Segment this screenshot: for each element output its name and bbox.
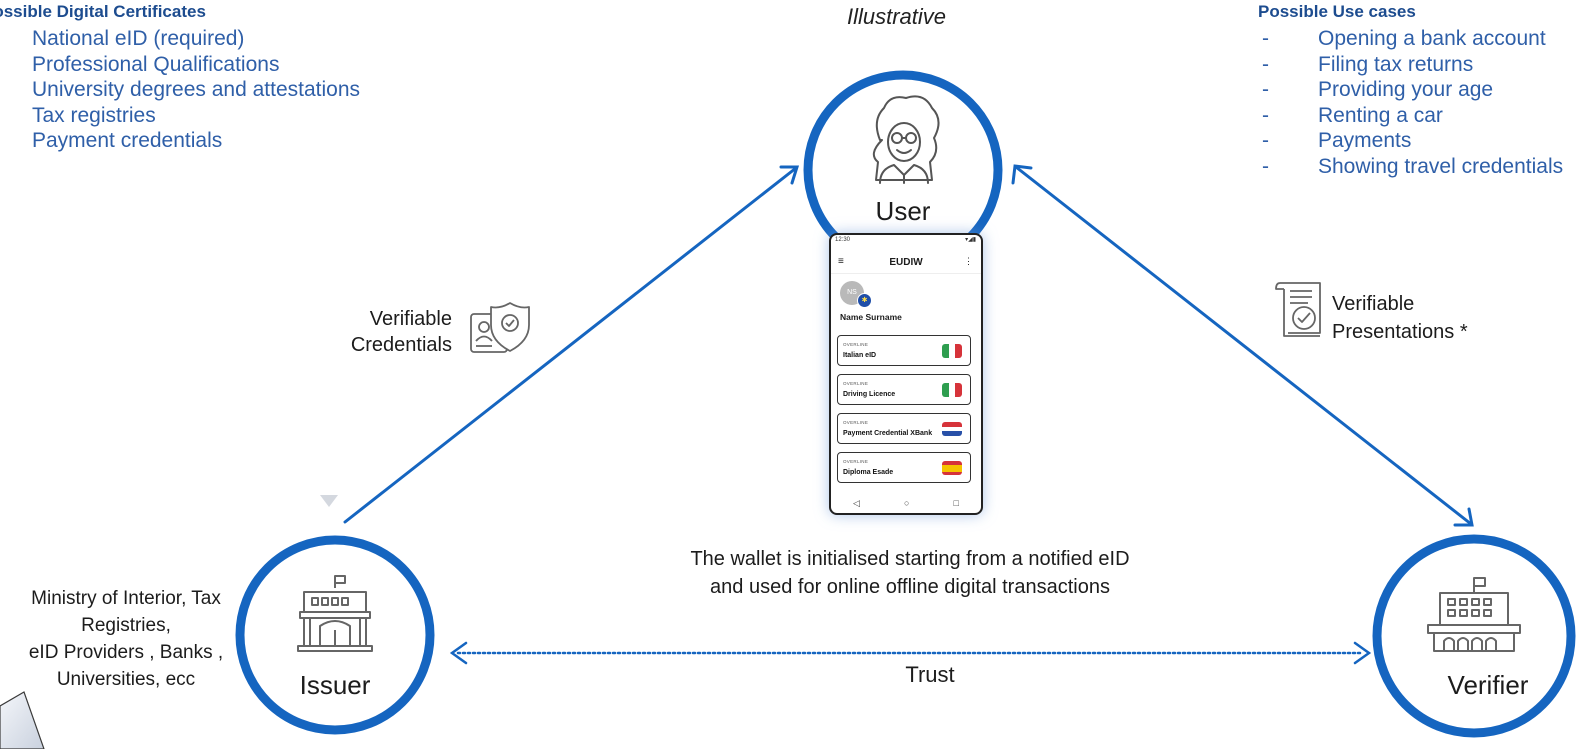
issuer-examples: Ministry of Interior, Tax Registries, eI…	[4, 585, 248, 693]
back-nav-icon[interactable]: ◁	[853, 497, 860, 508]
bullet-dash: -	[1262, 129, 1269, 152]
spain-flag-icon	[942, 461, 962, 475]
eu-flag-icon: ✱	[857, 293, 872, 308]
card-overline: OVERLINE	[843, 459, 869, 464]
certificate-item: Tax registries	[32, 103, 156, 127]
marker-triangle	[320, 495, 338, 507]
phone-nav-bar: ◁ ○ □	[831, 495, 981, 511]
issuer-example-line: eID Providers , Banks ,	[28, 642, 224, 663]
card-name: Italian eID	[843, 352, 877, 359]
issuer-example-line: Ministry of Interior, Tax	[31, 588, 221, 609]
credential-shield-icon	[470, 302, 530, 353]
use-case-label: Renting a car	[1318, 103, 1443, 127]
verifier-circle	[1372, 534, 1576, 738]
use-cases-title: Possible Use cases	[1258, 2, 1416, 21]
app-title: EUDIW	[889, 257, 923, 268]
use-cases-list: - Opening a bank account - Filing tax retu…	[1262, 26, 1563, 179]
certificates-list: National eID (required) Professional Qua…	[32, 26, 360, 154]
label-line: Credentials	[350, 334, 452, 356]
card-name: Diploma Esade	[843, 469, 894, 476]
wallet-note-line: and used for online offline digital tran…	[710, 576, 1110, 598]
use-case-item: - Payments	[1262, 128, 1563, 154]
user-avatar-icon	[872, 95, 940, 184]
illustrative-label: Illustrative	[847, 4, 947, 29]
user-label: User	[875, 196, 931, 226]
label-line: Presentations *	[1332, 321, 1468, 343]
bullet-dash: -	[1262, 27, 1269, 50]
label-line: Verifiable	[1332, 293, 1415, 315]
certificate-item: Professional Qualifications	[32, 52, 280, 76]
use-case-item: - Providing your age	[1262, 77, 1563, 103]
trust-label: Trust	[905, 662, 955, 687]
more-options-icon[interactable]: ⋮	[964, 256, 973, 266]
credential-card[interactable]: OVERLINE Italian eID	[837, 335, 971, 366]
use-case-label: Payments	[1318, 129, 1412, 152]
use-case-label: Opening a bank account	[1318, 27, 1546, 50]
card-overline: OVERLINE	[843, 381, 869, 386]
use-case-item: - Showing travel credentials	[1262, 154, 1563, 180]
trust-line	[449, 641, 1372, 665]
corner-decoration	[0, 691, 45, 749]
wallet-note-line: The wallet is initialised starting from …	[690, 548, 1130, 570]
issuer-building-icon	[297, 575, 373, 652]
arrow-user-verifier	[1011, 164, 1474, 527]
use-case-item: - Opening a bank account	[1262, 26, 1563, 52]
presentation-document-icon	[1275, 282, 1321, 337]
use-case-item: - Renting a car	[1262, 103, 1563, 129]
use-case-item: - Filing tax returns	[1262, 52, 1563, 78]
certificates-title: Possible Digital Certificates	[0, 2, 206, 21]
card-overline: OVERLINE	[843, 342, 869, 347]
menu-icon[interactable]: ≡	[838, 256, 844, 267]
app-bar: ≡ EUDIW ⋮	[831, 253, 981, 274]
credential-card[interactable]: OVERLINE Driving Licence	[837, 374, 971, 405]
use-case-label: Filing tax returns	[1318, 52, 1474, 76]
use-case-label: Providing your age	[1318, 78, 1494, 101]
verifier-label: Verifier	[1447, 670, 1529, 700]
wallet-phone-mockup: 12:30 ▾◢▮ ≡ EUDIW ⋮ NS ✱ Name Surname OV…	[829, 233, 983, 515]
verifier-building-icon	[1427, 577, 1521, 652]
home-nav-icon[interactable]: ○	[904, 498, 910, 508]
bullet-dash: -	[1262, 154, 1269, 178]
certificate-item: National eID (required)	[32, 27, 245, 50]
issuer-example-line: Registries,	[81, 615, 171, 636]
bullet-dash: -	[1262, 103, 1269, 127]
status-time: 12:30	[835, 237, 851, 243]
netherlands-flag-icon	[942, 422, 962, 436]
arrow-issuer-to-user	[343, 165, 800, 524]
verifiable-presentations-label: Verifiable Presentations *	[1332, 290, 1468, 346]
credential-card[interactable]: OVERLINE Diploma Esade	[837, 452, 971, 483]
card-overline: OVERLINE	[843, 420, 869, 425]
use-case-label: Showing travel credentials	[1318, 154, 1564, 178]
credential-card[interactable]: OVERLINE Payment Credential XBank	[837, 413, 971, 444]
card-name: Driving Licence	[843, 391, 896, 398]
card-name: Payment Credential XBank	[843, 430, 933, 437]
status-icons: ▾◢▮	[965, 237, 976, 243]
label-line: Verifiable	[369, 308, 452, 330]
italy-flag-icon	[942, 344, 962, 358]
verifiable-credentials-label: Verifiable Credentials	[300, 306, 452, 358]
certificate-item: Payment credentials	[32, 129, 223, 152]
issuer-label: Issuer	[299, 670, 371, 700]
recents-nav-icon[interactable]: □	[953, 498, 959, 508]
issuer-example-line: Universities, ecc	[56, 669, 196, 690]
bullet-dash: -	[1262, 52, 1269, 76]
certificate-item: University degrees and attestations	[32, 78, 361, 101]
wallet-note: The wallet is initialised starting from …	[600, 545, 1220, 601]
user-name: Name Surname	[840, 312, 902, 322]
italy-flag-icon	[942, 383, 962, 397]
bullet-dash: -	[1262, 78, 1269, 101]
